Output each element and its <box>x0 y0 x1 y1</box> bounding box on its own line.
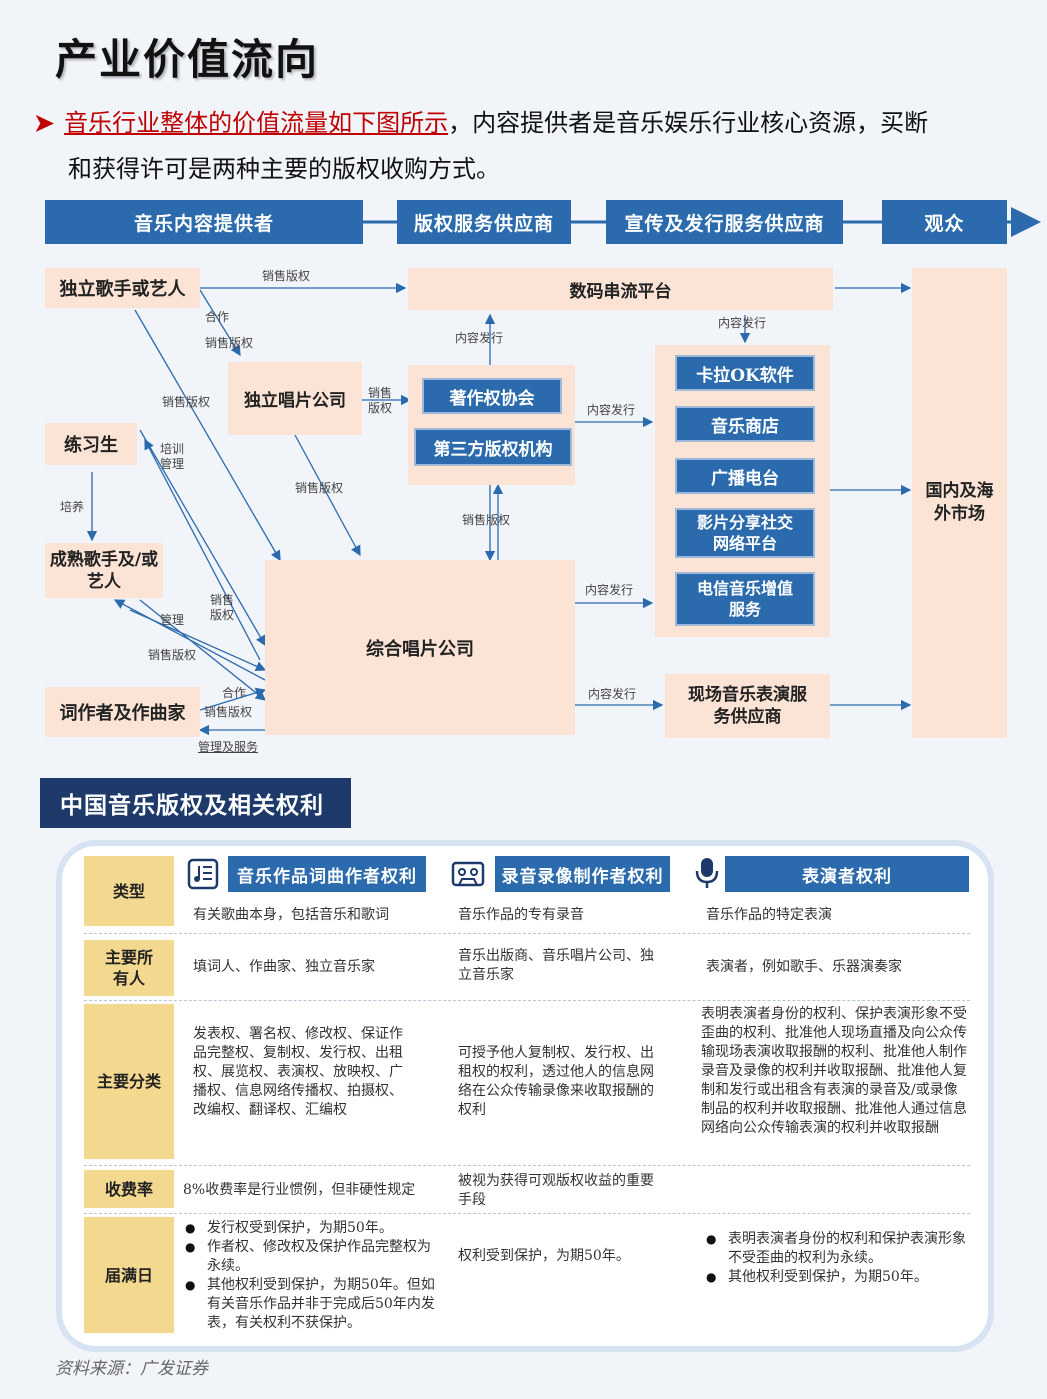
label-sell-rights-7: 销售版权 <box>210 593 235 622</box>
node-streaming: 数码串流平台 <box>408 268 833 310</box>
node-songwriter: 词作者及作曲家 <box>45 687 200 737</box>
cell-owner-recording: 音乐出版商、音乐唱片公司、独立音乐家 <box>458 948 654 983</box>
row-separator <box>84 1165 970 1166</box>
header-promotion-distribution: 宣传及发行服务供应商 <box>606 200 843 244</box>
microphone-icon <box>695 858 719 888</box>
cell-expiry-songwriter: 发行权受到保护，为期50年。 作者权、修改权及保护作品完整权为永续。 其他权利受… <box>185 1219 435 1333</box>
intro-highlight: 音乐行业整体的价值流量如下图所示 <box>64 109 449 137</box>
row-head-expiry: 届满日 <box>84 1217 174 1333</box>
intro-line2: 和获得许可是两种主要的版权收购方式。 <box>68 155 500 183</box>
music-sheet-icon <box>187 858 219 890</box>
cell-owner-songwriter: 填词人、作曲家、独立音乐家 <box>193 959 375 975</box>
node-live: 现场音乐表演服务供应商 <box>665 674 830 738</box>
label-content-release-3: 内容发行 <box>587 403 636 417</box>
list-item: 表明表演者身份的权利和保护表演形象不受歪曲的权利为永续。 <box>706 1230 966 1268</box>
label-sell-rights-3: 销售版权 <box>162 395 211 409</box>
intro-paragraph: ➤ 音乐行业整体的价值流量如下图所示，内容提供者是音乐娱乐行业核心资源，买断 和获… <box>34 100 1014 192</box>
label-sell-rights-2: 销售版权 <box>205 336 254 350</box>
row-separator <box>84 933 970 934</box>
label-sell-rights-5: 销售版权 <box>295 481 344 495</box>
label-sell-rights-6: 销售版权 <box>462 513 511 527</box>
node-radio: 广播电台 <box>675 458 815 494</box>
col-header-recording-rights: 录音录像制作者权利 <box>495 856 670 892</box>
list-item: 作者权、修改权及保护作品完整权为永续。 <box>185 1238 435 1276</box>
cell-expiry-recording: 权利受到保护，为期50年。 <box>458 1248 630 1264</box>
cell-type-performer: 音乐作品的特定表演 <box>706 907 832 923</box>
node-major-label: 综合唱片公司 <box>265 560 575 735</box>
cell-type-recording: 音乐作品的专有录音 <box>458 907 584 923</box>
node-music-store: 音乐商店 <box>675 406 815 442</box>
label-sell-rights-4: 销售版权 <box>368 386 393 415</box>
cell-owner-performer: 表演者，例如歌手、乐器演奏家 <box>706 959 902 975</box>
cell-type-songwriter: 有关歌曲本身，包括音乐和歌词 <box>193 907 389 923</box>
header-audience: 观众 <box>882 200 1007 244</box>
cell-category-songwriter: 发表权、署名权、修改权、保证作品完整权、复制权、发行权、出租权、展览权、表演权、… <box>193 1026 403 1118</box>
cassette-icon <box>451 861 485 887</box>
list-item: 其他权利受到保护，为期50年。但如有关音乐作品并非于完成后50年内发表，有关权利… <box>185 1276 435 1333</box>
node-mature-artist: 成熟歌手及/或艺人 <box>45 543 163 598</box>
label-cooperate-1: 合作 <box>205 310 230 324</box>
node-copyright-assoc: 著作权协会 <box>422 378 562 414</box>
label-content-release-2: 内容发行 <box>718 316 767 330</box>
row-head-category: 主要分类 <box>84 1004 174 1159</box>
label-sell-rights-1: 销售版权 <box>262 269 311 283</box>
row-separator <box>84 1000 970 1001</box>
cell-fee-recording: 被视为获得可观版权收益的重要手段 <box>458 1173 654 1208</box>
cell-category-recording: 可授予他人复制权、发行权、出租权的权利，透过他人的信息网络在公众传输录像来收取报… <box>458 1045 654 1118</box>
cell-fee-songwriter: 8%收费率是行业惯例，但非硬性规定 <box>183 1182 416 1198</box>
label-manage: 管理 <box>160 613 185 627</box>
label-sell-rights-8: 销售版权 <box>148 648 197 662</box>
source-note: 资料来源：广发证券 <box>55 1359 208 1379</box>
cell-category-performer: 表明表演者身份的权利、保护表演形象不受歪曲的权利、批准他人现场直播及向公众传输现… <box>701 1006 967 1136</box>
flow-diagram: 音乐内容提供者 版权服务供应商 宣传及发行服务供应商 观众 独立歌手或艺人 练习… <box>0 190 1047 760</box>
label-cultivate: 培养 <box>60 500 85 514</box>
intro-line1: ，内容提供者是音乐娱乐行业核心资源，买断 <box>448 109 929 137</box>
node-video-social: 影片分享社交网络平台 <box>675 508 815 558</box>
node-market: 国内及海外市场 <box>912 268 1007 738</box>
node-indie-artist: 独立歌手或艺人 <box>45 268 200 308</box>
label-training-manage: 培训管理 <box>160 442 185 471</box>
row-separator <box>84 1213 970 1214</box>
row-head-type: 类型 <box>84 856 174 926</box>
section-title: 中国音乐版权及相关权利 <box>40 778 351 828</box>
label-content-release-5: 内容发行 <box>588 687 637 701</box>
row-head-owner: 主要所有人 <box>84 940 174 996</box>
col-header-performer-rights: 表演者权利 <box>725 856 969 892</box>
node-karaoke: 卡拉OK软件 <box>675 355 815 391</box>
node-trainee: 练习生 <box>45 423 137 465</box>
col-header-songwriter-rights: 音乐作品词曲作者权利 <box>228 856 426 892</box>
label-sell-rights-9: 销售版权 <box>204 705 253 719</box>
node-indie-label: 独立唱片公司 <box>228 362 362 435</box>
list-item: 发行权受到保护，为期50年。 <box>185 1219 435 1238</box>
label-content-release-4: 内容发行 <box>585 583 634 597</box>
node-third-party: 第三方版权机构 <box>414 428 572 466</box>
row-head-owner-text: 主要所有人 <box>104 948 153 988</box>
list-item: 其他权利受到保护，为期50年。 <box>706 1268 966 1287</box>
arrow-bullet-icon: ➤ <box>34 108 55 137</box>
header-content-provider: 音乐内容提供者 <box>45 200 363 244</box>
row-head-fee: 收费率 <box>84 1170 174 1208</box>
label-manage-service: 管理及服务 <box>198 740 259 754</box>
header-copyright-service: 版权服务供应商 <box>397 200 571 244</box>
page-title: 产业价值流向 <box>55 35 320 84</box>
label-content-release-1: 内容发行 <box>455 331 504 345</box>
label-cooperate-2: 合作 <box>222 686 247 700</box>
cell-expiry-performer: 表明表演者身份的权利和保护表演形象不受歪曲的权利为永续。 其他权利受到保护，为期… <box>706 1230 966 1287</box>
node-telecom: 电信音乐增值服务 <box>675 572 815 626</box>
